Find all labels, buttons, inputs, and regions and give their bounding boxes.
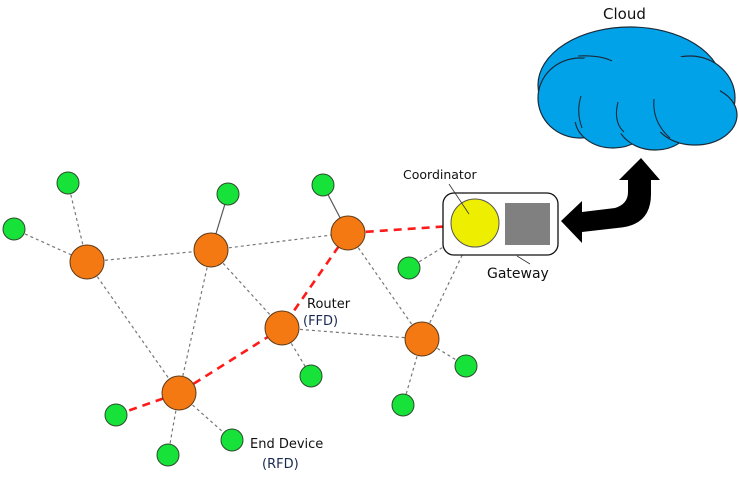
end-device-node[interactable] (2, 217, 26, 241)
cloud-fill-overlay (550, 50, 720, 134)
router-type-label: (FFD) (303, 314, 338, 329)
end-device-node[interactable] (311, 173, 335, 197)
router-node[interactable] (264, 310, 300, 346)
end-device-node[interactable] (156, 443, 180, 467)
router-label: Router (307, 297, 351, 312)
gateway-label: Gateway (487, 266, 549, 282)
router-node[interactable] (193, 232, 229, 268)
link (167, 392, 180, 456)
end-device-node[interactable] (391, 393, 415, 417)
link (347, 232, 423, 340)
router-node[interactable] (330, 215, 366, 251)
gateway[interactable] (442, 183, 559, 265)
coordinator-leader (448, 183, 470, 215)
end-devices (2, 171, 478, 467)
end-device-type-label: (RFD) (262, 457, 299, 472)
link (86, 249, 212, 263)
link (210, 232, 349, 251)
end-device-node[interactable] (104, 403, 128, 427)
cloud-inner-arcs (577, 55, 671, 139)
routers (69, 215, 440, 411)
router-node[interactable] (161, 375, 197, 411)
end-device-node[interactable] (299, 364, 323, 388)
end-device-node[interactable] (56, 171, 80, 195)
router-node[interactable] (404, 321, 440, 357)
gateway-leader (516, 255, 531, 265)
end-device-node[interactable] (216, 182, 240, 206)
coordinator-node[interactable] (450, 198, 500, 248)
end-device-node[interactable] (454, 354, 478, 378)
bidirectional-arrow-icon (561, 158, 660, 243)
end-device-node[interactable] (220, 428, 244, 452)
link (281, 327, 423, 340)
coordinator-label: Coordinator (403, 167, 477, 182)
cloud-label: Cloud (603, 5, 646, 23)
link (86, 261, 180, 394)
link (178, 249, 212, 394)
router-node[interactable] (69, 244, 105, 280)
gateway-module[interactable] (505, 203, 550, 245)
end-device-label: End Device (250, 437, 323, 452)
end-device-node[interactable] (397, 256, 421, 280)
